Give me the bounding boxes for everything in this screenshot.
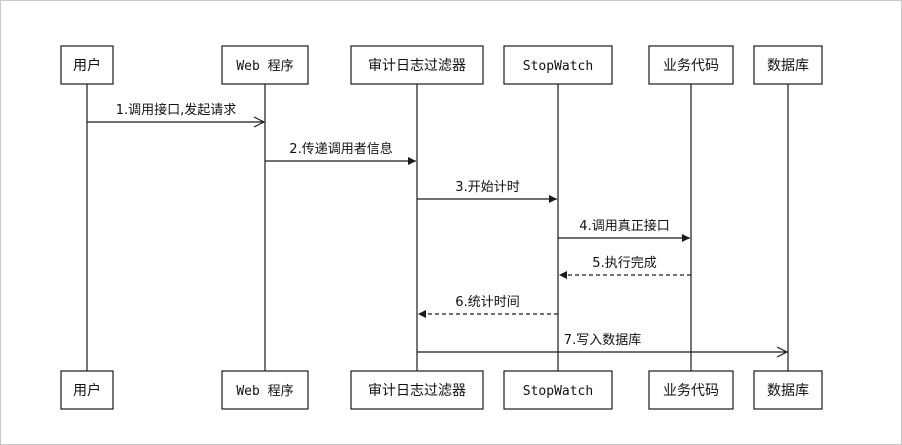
participant-label: Web 程序	[236, 384, 293, 399]
participant-box	[648, 45, 734, 85]
participant-web-top: Web 程序	[221, 45, 309, 85]
message-label: 2.传递调用者信息	[289, 141, 392, 157]
participant-box	[503, 370, 613, 410]
participant-box	[350, 45, 484, 85]
participant-label: 用户	[73, 57, 101, 74]
participant-box	[503, 45, 613, 85]
participant-box	[350, 370, 484, 410]
participant-user-top: 用户	[60, 45, 114, 85]
participant-label: 数据库	[767, 58, 809, 74]
participant-label: StopWatch	[523, 59, 593, 74]
participant-label: 业务代码	[663, 383, 719, 399]
participant-label: 审计日志过滤器	[368, 58, 466, 74]
message-label: 7.写入数据库	[564, 332, 641, 348]
participant-label: 数据库	[767, 383, 809, 399]
participant-label: 审计日志过滤器	[368, 383, 466, 399]
message-2: 2.传递调用者信息	[265, 141, 416, 165]
participant-filter-bottom: 审计日志过滤器	[350, 370, 484, 410]
participant-web-bottom: Web 程序	[221, 370, 309, 410]
message-3: 3.开始计时	[417, 180, 557, 203]
message-label: 1.调用接口,发起请求	[116, 102, 237, 118]
participant-label: Web 程序	[236, 59, 293, 74]
participant-stopwatch-bottom: StopWatch	[503, 370, 613, 410]
participant-box	[648, 370, 734, 410]
participant-db-bottom: 数据库	[753, 370, 823, 410]
message-label: 5.执行完成	[592, 256, 656, 271]
message-1: 1.调用接口,发起请求	[87, 102, 264, 122]
participant-label: StopWatch	[523, 384, 593, 399]
participant-box	[753, 45, 823, 85]
participant-user-bottom: 用户	[60, 370, 114, 410]
participant-db-top: 数据库	[753, 45, 823, 85]
participant-label: 用户	[73, 382, 101, 399]
participant-box	[221, 370, 309, 410]
participant-label: 业务代码	[663, 58, 719, 74]
participant-box	[753, 370, 823, 410]
participant-box	[221, 45, 309, 85]
participant-stopwatch-top: StopWatch	[503, 45, 613, 85]
message-6: 6.统计时间	[418, 295, 558, 318]
message-7: 7.写入数据库	[417, 332, 787, 352]
message-5: 5.执行完成	[559, 256, 691, 279]
message-label: 6.统计时间	[455, 295, 519, 310]
message-label: 3.开始计时	[455, 180, 519, 195]
participant-biz-bottom: 业务代码	[648, 370, 734, 410]
participant-filter-top: 审计日志过滤器	[350, 45, 484, 85]
message-4: 4.调用真正接口	[558, 218, 690, 242]
participant-box	[60, 370, 114, 410]
message-label: 4.调用真正接口	[579, 218, 669, 234]
participant-biz-top: 业务代码	[648, 45, 734, 85]
participant-box	[60, 45, 114, 85]
